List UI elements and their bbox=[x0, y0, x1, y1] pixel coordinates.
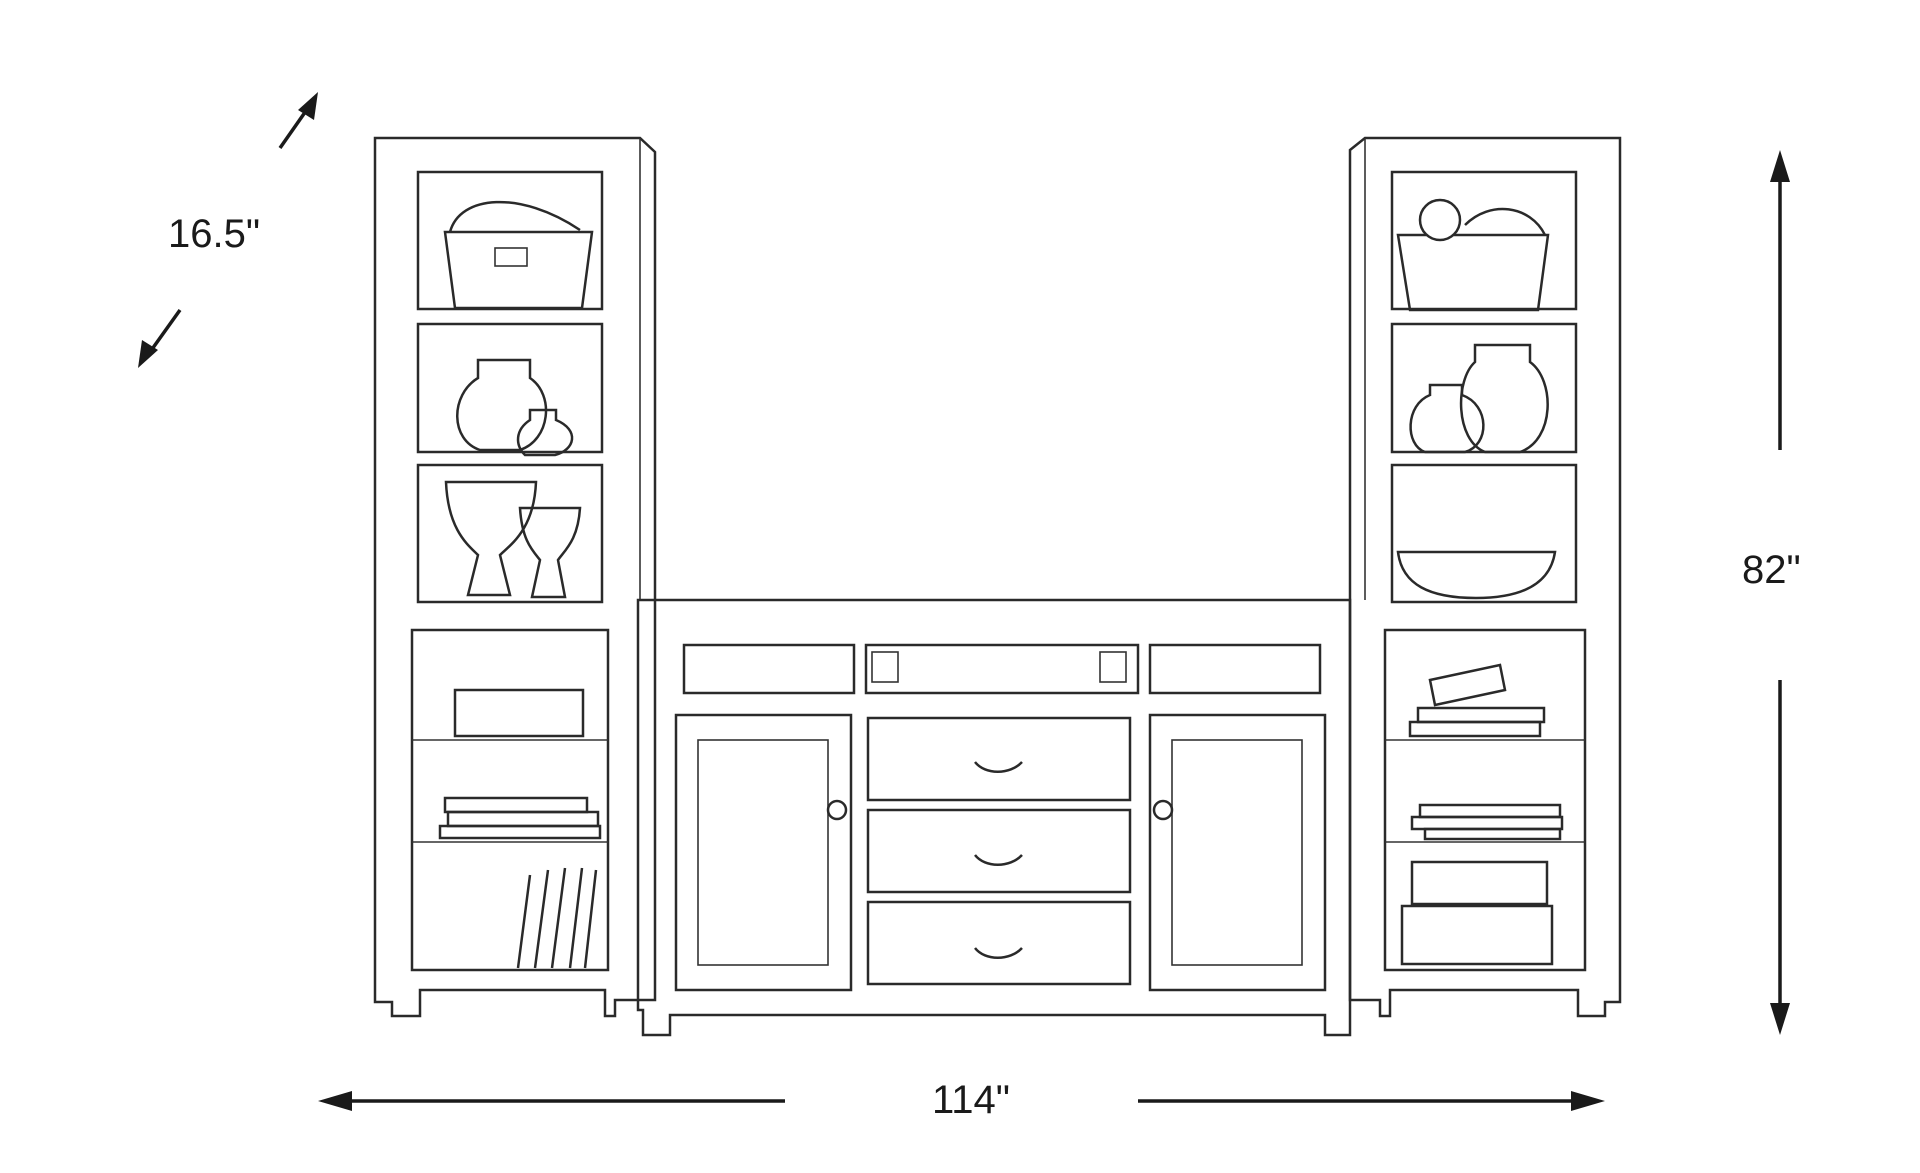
right-pier-bookcase bbox=[1348, 136, 1622, 1018]
basket-decor bbox=[443, 200, 594, 310]
basket-decor bbox=[1396, 198, 1550, 312]
books-decor bbox=[1408, 663, 1564, 841]
bowl-decor bbox=[1396, 550, 1557, 600]
depth-arrow-up bbox=[278, 92, 318, 150]
width-dimension-label: 114" bbox=[932, 1078, 1010, 1122]
depth-dimension-label: 16.5" bbox=[168, 212, 261, 256]
width-arrow-right bbox=[1138, 1091, 1605, 1111]
vase-decor bbox=[456, 358, 574, 457]
height-arrow-down bbox=[1770, 680, 1790, 1035]
left-pier-bookcase bbox=[373, 136, 657, 1018]
tv-console bbox=[636, 598, 1352, 1037]
height-dimension-label: 82" bbox=[1742, 548, 1801, 592]
vase-decor bbox=[1409, 343, 1549, 454]
width-arrow-left bbox=[318, 1091, 785, 1111]
height-arrow-up bbox=[1770, 150, 1790, 450]
box-decor bbox=[453, 688, 585, 738]
trunk-decor bbox=[1400, 860, 1554, 966]
depth-arrow-down bbox=[138, 308, 182, 368]
books-decor bbox=[438, 796, 602, 969]
urn-decor bbox=[444, 480, 582, 599]
